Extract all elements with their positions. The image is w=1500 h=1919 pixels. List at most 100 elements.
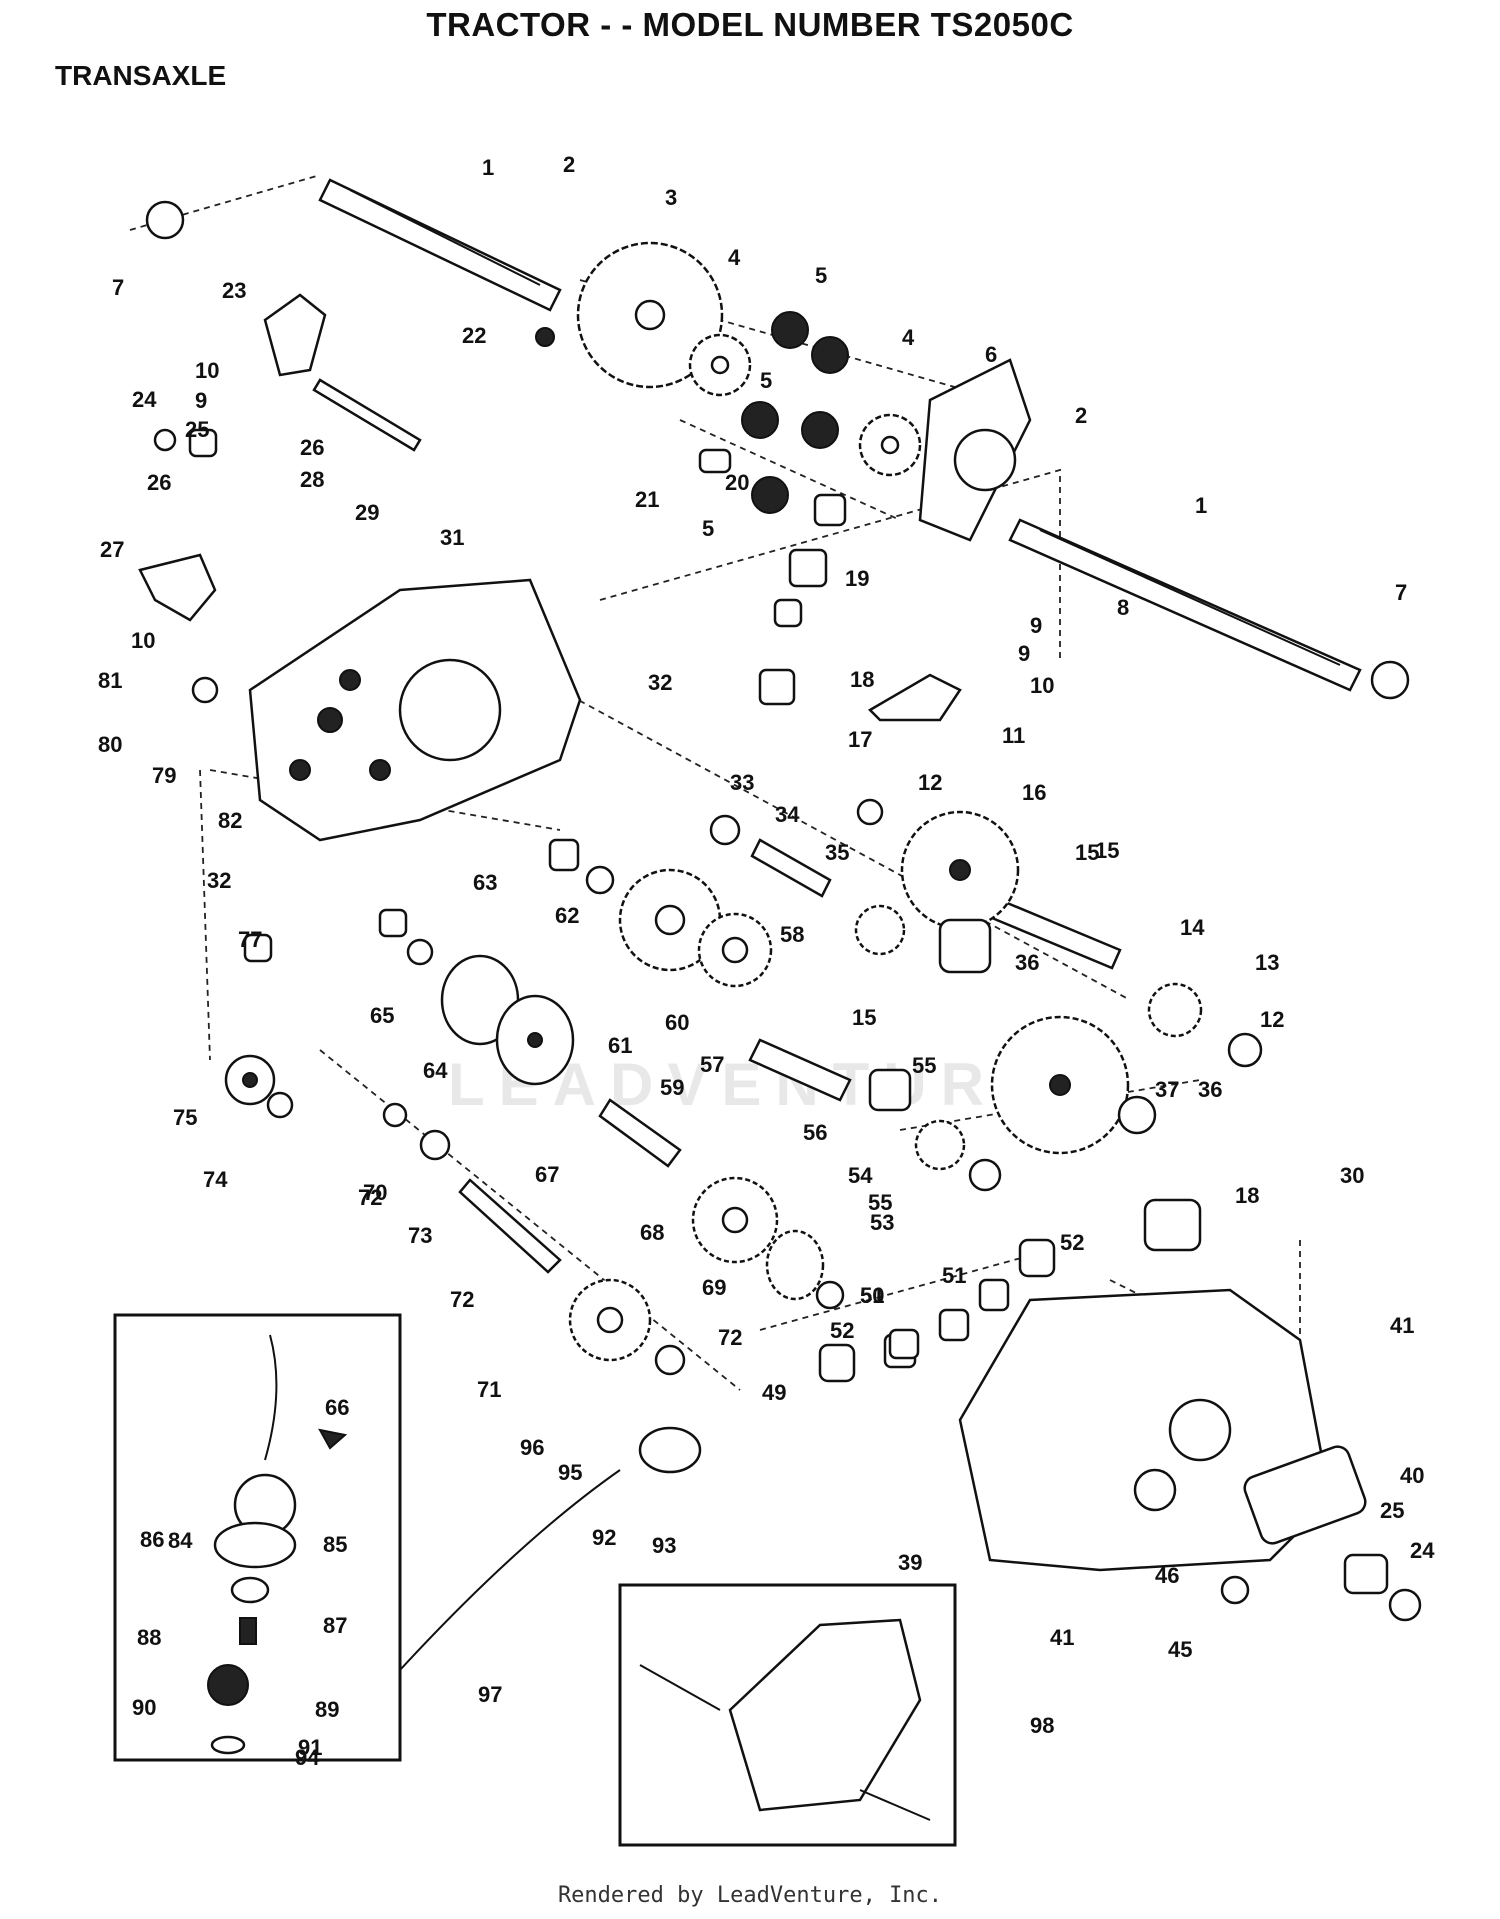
callout: 62 (555, 903, 579, 928)
callout: 52 (830, 1318, 854, 1343)
callout: 5 (760, 368, 772, 393)
callout: 4 (728, 245, 741, 270)
callout: 13 (1255, 950, 1279, 975)
callout: 10 (131, 628, 155, 653)
callout: 45 (1168, 1637, 1192, 1662)
disc-75 (224, 1054, 276, 1106)
callout: 1 (1195, 493, 1207, 518)
callout: 50 (860, 1283, 884, 1308)
callout: 75 (173, 1105, 197, 1130)
callout: 41 (1050, 1625, 1074, 1650)
callout: 7 (1395, 580, 1407, 605)
callout: 9 (195, 388, 207, 413)
callout: 27 (100, 537, 124, 562)
callout: 9 (1030, 613, 1042, 638)
callout: 41 (1390, 1313, 1414, 1338)
callout: 56 (803, 1120, 827, 1145)
callout: 81 (98, 668, 122, 693)
differential-carrier-6 (918, 358, 1032, 542)
callout: 55 (912, 1053, 936, 1078)
callout: 20 (725, 470, 749, 495)
shifter-kit-inset (113, 1313, 402, 1762)
callout: 49 (762, 1380, 786, 1405)
callout: 18 (850, 667, 874, 692)
callout: 52 (1060, 1230, 1084, 1255)
disc-65 (495, 994, 575, 1086)
callout: 72 (358, 1185, 382, 1210)
callout: 46 (1155, 1563, 1179, 1588)
callout: 32 (207, 868, 231, 893)
callout: 26 (147, 470, 171, 495)
callout: 51 (942, 1263, 966, 1288)
callout: 8 (1117, 595, 1129, 620)
callout: 21 (635, 487, 659, 512)
callout: 1 (482, 155, 494, 180)
shift-fork-27 (138, 553, 217, 622)
gear-13 (1147, 982, 1203, 1038)
callout: 5 (702, 516, 714, 541)
callout: 19 (845, 566, 869, 591)
callout: 60 (665, 1010, 689, 1035)
callout: 63 (473, 870, 497, 895)
callout: 11 (1002, 723, 1025, 748)
callout: 95 (558, 1460, 582, 1485)
housing-lower-39 (958, 1288, 1367, 1572)
callout: 86 (140, 1527, 164, 1552)
callout: 97 (478, 1682, 502, 1707)
callout: 29 (355, 500, 379, 525)
callout: 25 (185, 417, 209, 442)
gear-55 (990, 1015, 1130, 1155)
callout: 72 (450, 1287, 474, 1312)
callout: 15 (1075, 840, 1099, 865)
callout: 12 (918, 770, 942, 795)
callout: 34 (775, 802, 800, 827)
callout: 17 (848, 727, 872, 752)
callout: 57 (700, 1052, 724, 1077)
callout: 10 (195, 358, 219, 383)
callout: 53 (870, 1210, 894, 1235)
gear-68 (691, 1176, 779, 1264)
callout: 16 (1022, 780, 1046, 805)
callout: 96 (520, 1435, 544, 1460)
callout: 22 (462, 323, 486, 348)
housing-upper-31 (248, 578, 582, 842)
callout: 79 (152, 763, 176, 788)
washers (145, 200, 1422, 1622)
callout: 55 (868, 1190, 892, 1215)
callout: 23 (222, 278, 246, 303)
callout: 35 (825, 840, 849, 865)
callout: 9 (1018, 641, 1030, 666)
callout: 32 (648, 670, 672, 695)
callout: 94 (295, 1745, 320, 1770)
gear-4b (858, 413, 922, 477)
callout: 58 (780, 922, 804, 947)
gear-large-3 (576, 241, 724, 389)
callout: 73 (408, 1223, 432, 1248)
callout: 90 (132, 1695, 156, 1720)
callout-labels: 1 2 3 4 5 6 7 8 9 10 11 12 13 14 15 16 1… (98, 152, 1435, 1770)
gear-4a (688, 333, 752, 397)
inset-leaders (399, 1426, 702, 1671)
shift-rod (312, 378, 422, 452)
callout: 82 (218, 808, 242, 833)
callout: 85 (323, 1532, 347, 1557)
callout: 98 (1030, 1713, 1054, 1738)
callout: 3 (665, 185, 677, 210)
callout: 40 (1400, 1463, 1424, 1488)
counter-shaft (458, 838, 852, 1274)
callout: 5 (815, 263, 827, 288)
callout: 18 (1235, 1183, 1259, 1208)
section-title: TRANSAXLE (55, 60, 227, 91)
callout: 39 (898, 1550, 922, 1575)
callout: 36 (1198, 1077, 1222, 1102)
callout: 24 (132, 387, 157, 412)
callout: 68 (640, 1220, 664, 1245)
callout: 28 (300, 467, 324, 492)
callout: 59 (660, 1075, 684, 1100)
callout: 61 (608, 1033, 632, 1058)
gear-58 (854, 904, 906, 956)
callout: 92 (592, 1525, 616, 1550)
callout: 15 (1095, 838, 1119, 863)
axle-shaft-right (1008, 518, 1362, 692)
